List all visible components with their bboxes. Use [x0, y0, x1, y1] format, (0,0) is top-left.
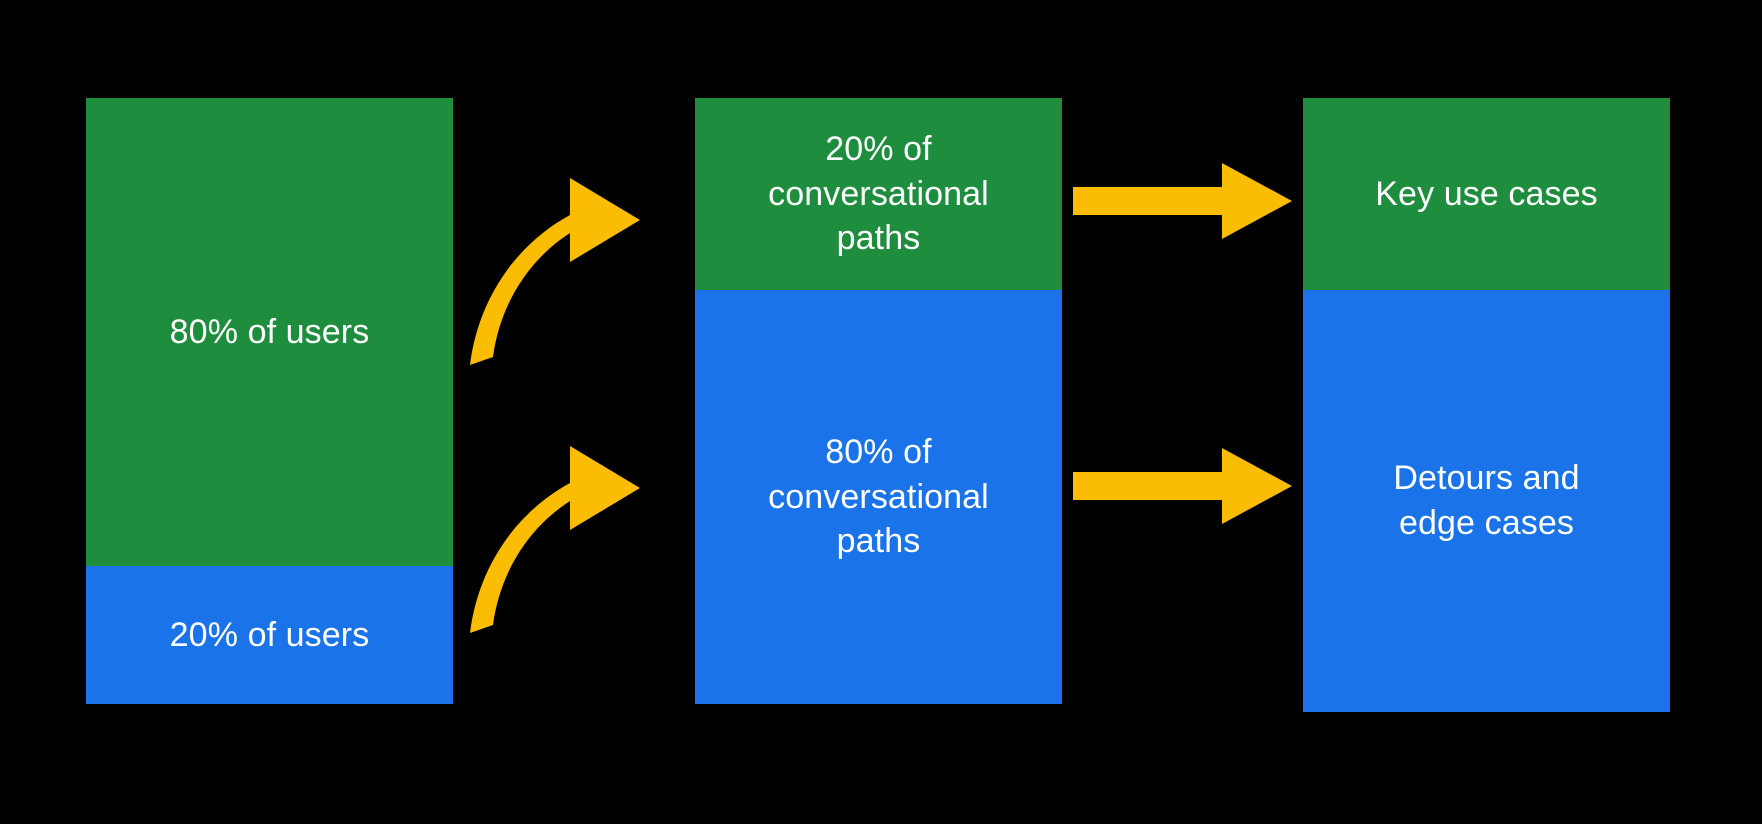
segment-users-minority: 20% of users	[86, 566, 453, 704]
column-users: 80% of users 20% of users	[86, 98, 453, 704]
segment-paths-majority-label: 80% of conversational paths	[768, 432, 989, 561]
straight-arrow-bottom-icon	[1073, 448, 1292, 524]
segment-paths-minority: 20% of conversational paths	[695, 98, 1062, 290]
straight-arrow-top-icon	[1073, 163, 1292, 239]
segment-detours-edge-cases-label: Detours and edge cases	[1393, 459, 1580, 542]
segment-paths-majority: 80% of conversational paths	[695, 290, 1062, 704]
segment-detours-edge-cases: Detours and edge cases	[1303, 290, 1670, 712]
segment-users-minority-label: 20% of users	[169, 615, 370, 654]
segment-key-use-cases-label: Key use cases	[1375, 174, 1598, 213]
segment-users-majority: 80% of users	[86, 98, 453, 566]
column-outcomes: Key use cases Detours and edge cases	[1303, 98, 1670, 712]
curved-arrow-bottom-icon	[470, 446, 640, 633]
segment-key-use-cases: Key use cases	[1303, 98, 1670, 290]
segment-paths-minority-label: 20% of conversational paths	[768, 129, 989, 258]
column-conversational-paths: 20% of conversational paths 80% of conve…	[695, 98, 1062, 704]
curved-arrow-top-icon	[470, 178, 640, 365]
segment-users-majority-label: 80% of users	[169, 312, 370, 351]
